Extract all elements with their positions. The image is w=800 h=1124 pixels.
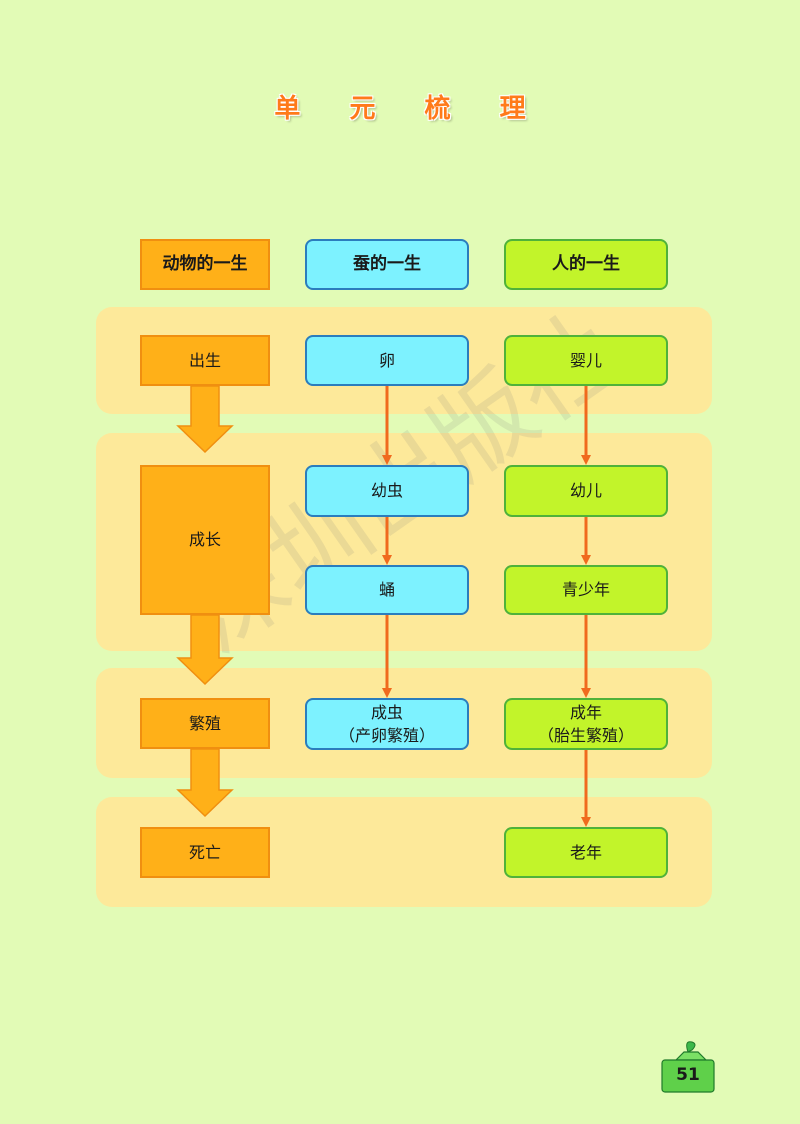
human-child-label: 幼儿 xyxy=(569,481,602,501)
stage-birth-label: 出生 xyxy=(188,350,221,370)
header-human-life: 人的一生 xyxy=(504,239,668,290)
human-child: 幼儿 xyxy=(504,465,668,517)
stage-reproduction: 繁殖 xyxy=(140,698,270,749)
silkworm-adult-label: 成虫 xyxy=(370,702,403,722)
header-animal-life-label: 动物的一生 xyxy=(162,254,248,275)
human-adult: 成年 （胎生繁殖） xyxy=(504,698,668,750)
human-adult-label: 成年 xyxy=(569,702,602,722)
stage-death-label: 死亡 xyxy=(188,842,221,862)
stage-growth-label: 成长 xyxy=(188,530,221,550)
silkworm-larva-label: 幼虫 xyxy=(370,481,403,501)
silkworm-pupa-label: 蛹 xyxy=(378,580,395,600)
silkworm-adult-note: （产卵繁殖） xyxy=(338,726,435,745)
silkworm-pupa: 蛹 xyxy=(305,565,469,615)
human-elder: 老年 xyxy=(504,827,668,878)
stage-birth: 出生 xyxy=(140,335,270,386)
silkworm-egg-label: 卵 xyxy=(378,350,395,370)
header-animal-life: 动物的一生 xyxy=(140,239,270,290)
human-teen: 青少年 xyxy=(504,565,668,615)
header-human-life-label: 人的一生 xyxy=(552,254,620,275)
silkworm-egg: 卵 xyxy=(305,335,469,386)
page-title: 单 元 梳 理 xyxy=(274,94,546,124)
stage-reproduction-label: 繁殖 xyxy=(188,713,221,733)
human-elder-label: 老年 xyxy=(569,842,602,862)
human-baby: 婴儿 xyxy=(504,335,668,386)
human-baby-label: 婴儿 xyxy=(569,350,602,370)
stage-growth: 成长 xyxy=(140,465,270,615)
header-silkworm-life: 蚕的一生 xyxy=(305,239,469,290)
human-teen-label: 青少年 xyxy=(561,580,610,600)
header-silkworm-life-label: 蚕的一生 xyxy=(353,254,421,275)
page-number: 51 xyxy=(676,1065,700,1085)
human-adult-note: （胎生繁殖） xyxy=(537,726,634,745)
silkworm-larva: 幼虫 xyxy=(305,465,469,517)
stage-death: 死亡 xyxy=(140,827,270,878)
silkworm-adult: 成虫 （产卵繁殖） xyxy=(305,698,469,750)
